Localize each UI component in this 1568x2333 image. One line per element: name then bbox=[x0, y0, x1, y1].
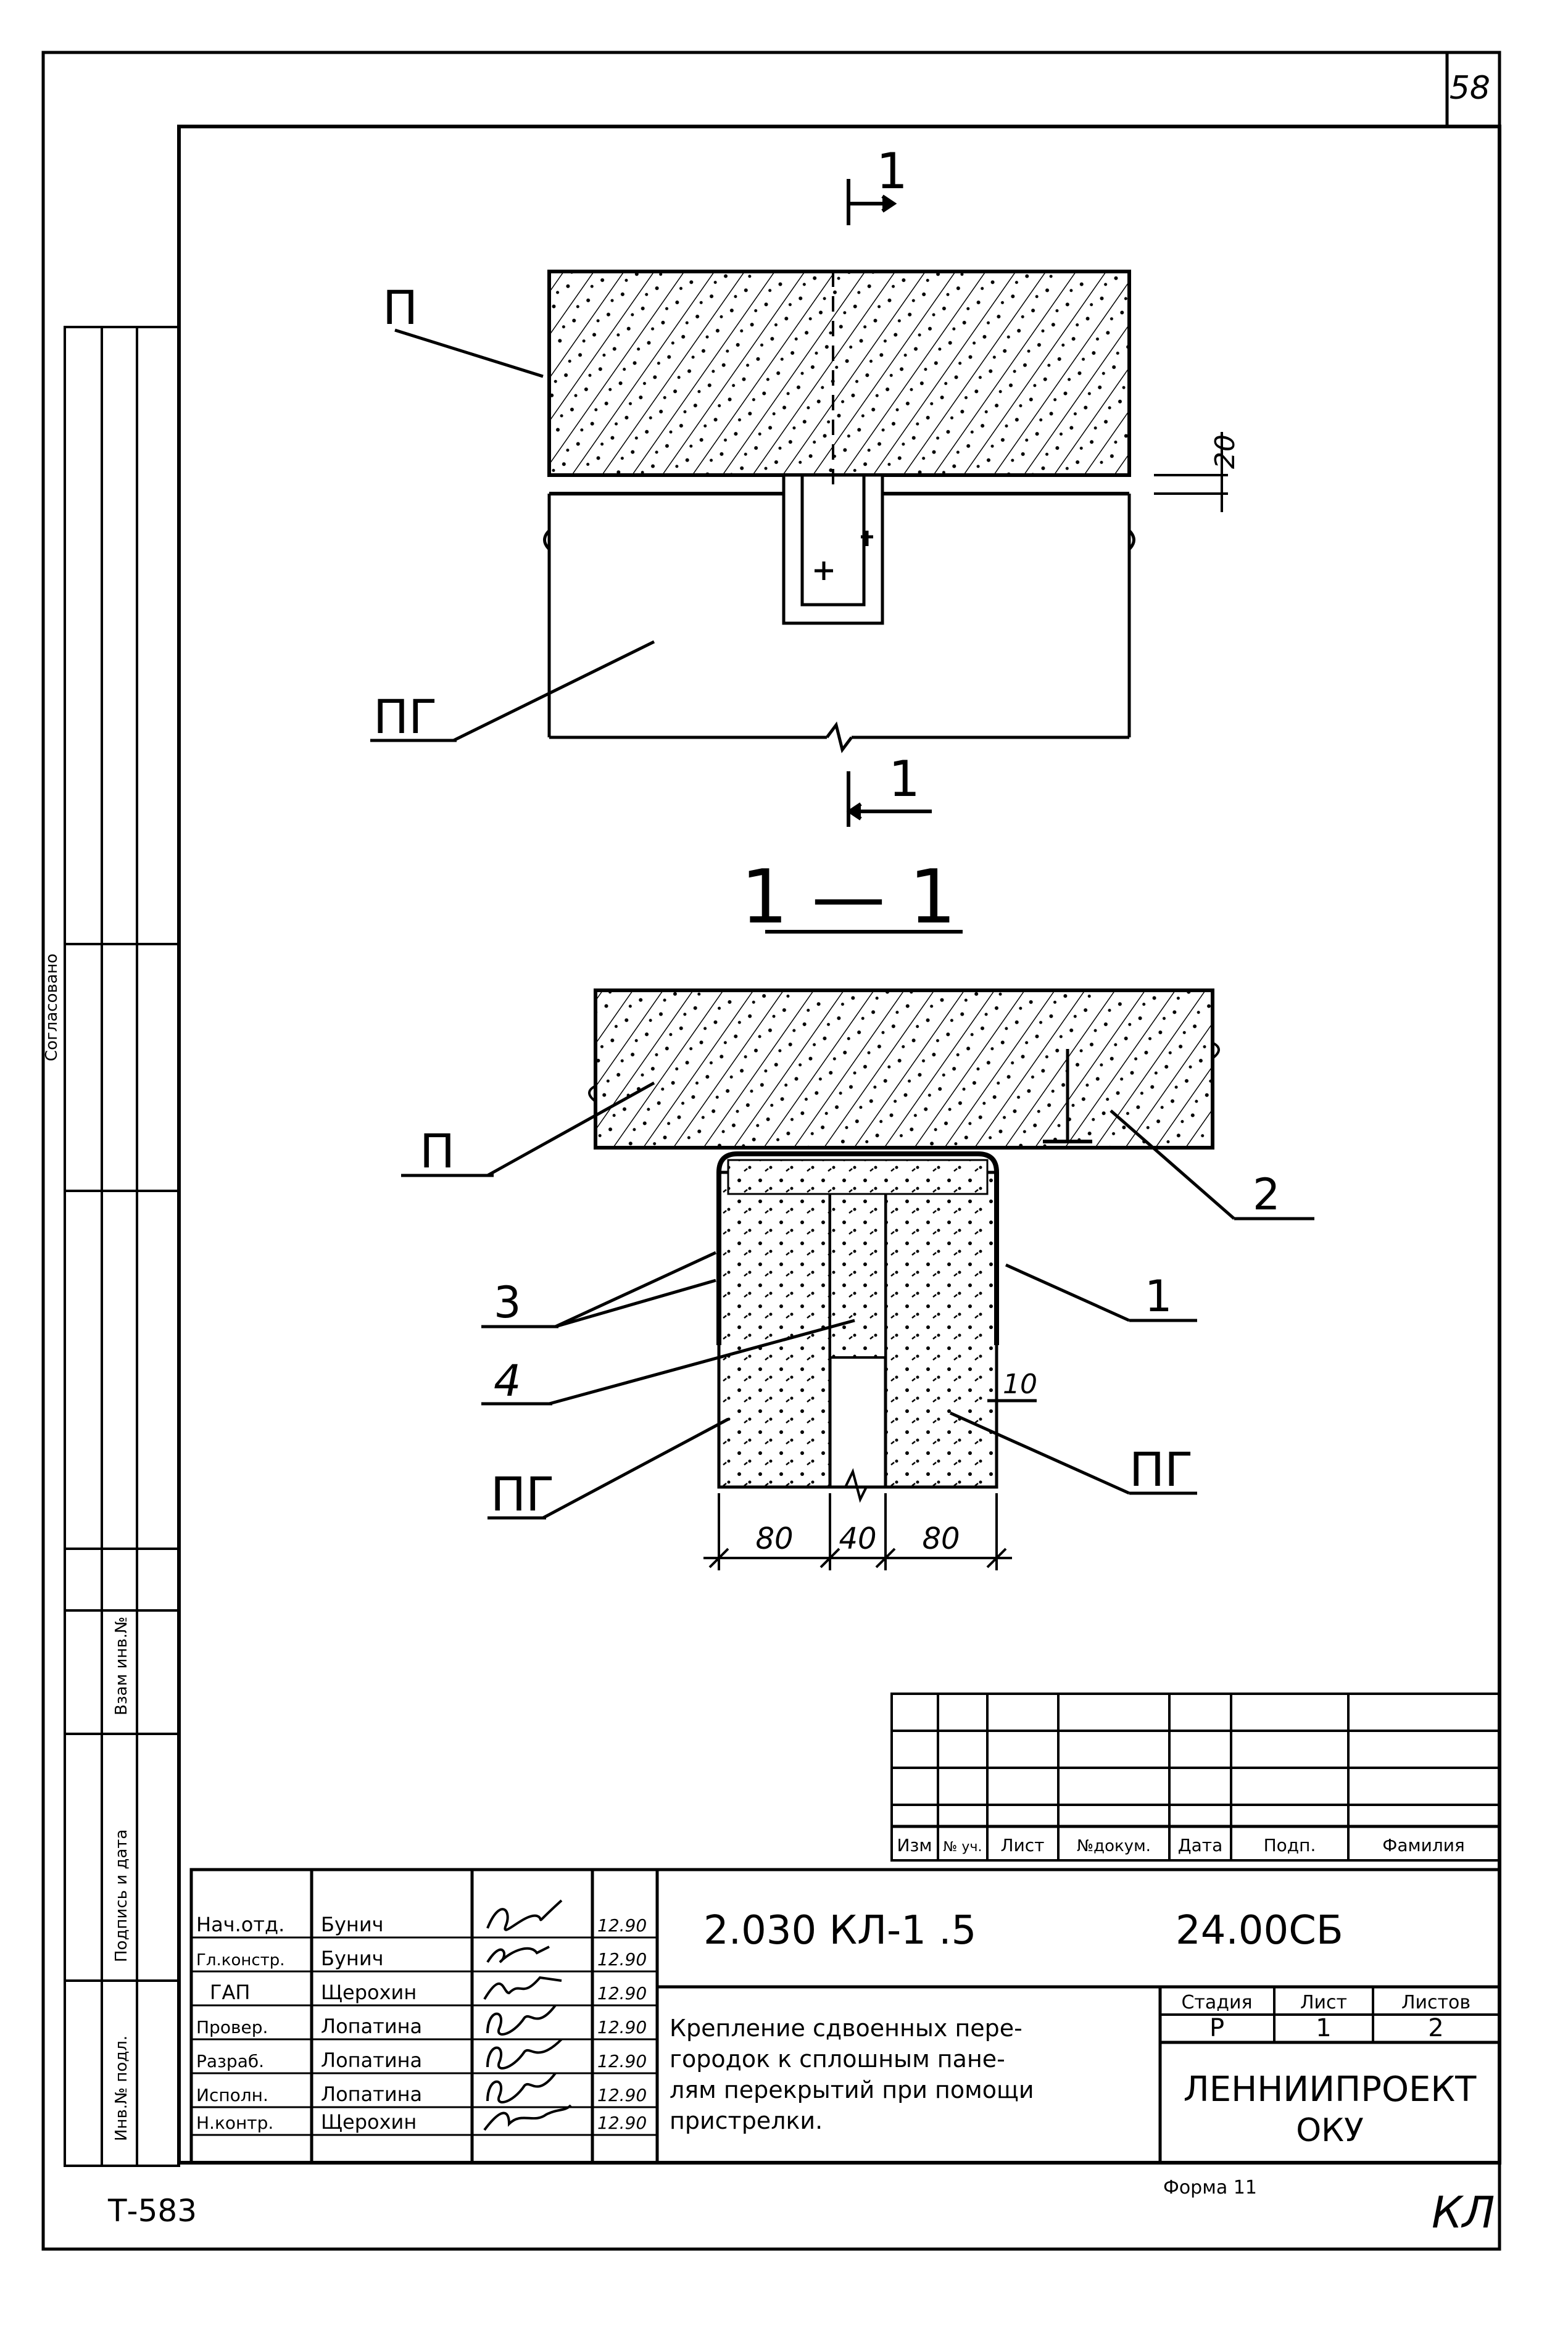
sig-name-5: Лопатина bbox=[321, 2082, 422, 2106]
sig-name-6: Щерохин bbox=[321, 2110, 417, 2134]
dim-20-top bbox=[1154, 432, 1228, 512]
sig-date-0: 12.90 bbox=[597, 1915, 647, 1936]
corner-mark: КЛ bbox=[1432, 2187, 1495, 2238]
partition-plan bbox=[543, 271, 1135, 753]
dim-40: 40 bbox=[839, 1522, 876, 1556]
title-line-3: пристрелки. bbox=[670, 2107, 823, 2134]
sig-date-1: 12.90 bbox=[597, 1949, 647, 1970]
sig-date-4: 12.90 bbox=[597, 2051, 647, 2071]
leader-lines bbox=[401, 1081, 1314, 1520]
sig-role-1: Гл.констр. bbox=[196, 1951, 285, 1970]
partition-left-section bbox=[717, 1171, 832, 1489]
dim-80-left: 80 bbox=[755, 1522, 793, 1556]
dimension-line bbox=[703, 1493, 1012, 1570]
stage-header-stadia: Стадия bbox=[1181, 1992, 1252, 2013]
section-mark-top-label: 1 bbox=[876, 143, 908, 200]
stage-header-list: Лист bbox=[1300, 1992, 1347, 2013]
section-title: 1 — 1 bbox=[741, 855, 956, 940]
sig-name-3: Лопатина bbox=[321, 2015, 422, 2038]
sig-role-6: Н.контр. bbox=[196, 2113, 273, 2133]
rev-header-familiya: Фамилия bbox=[1382, 1835, 1465, 1855]
steel-bracket bbox=[716, 1151, 999, 1345]
sig-name-2: Щерохин bbox=[321, 1981, 417, 2004]
podp-data-label: Подпись и дата bbox=[112, 1830, 131, 1962]
section-mark-top bbox=[847, 179, 897, 225]
stage-value-list: 1 bbox=[1316, 2014, 1331, 2042]
page-number: 58 bbox=[1450, 70, 1490, 107]
label-pg-left: ПГ bbox=[491, 1467, 555, 1522]
rev-header-nuch: № уч. bbox=[944, 1839, 982, 1855]
sig-name-0: Бунич bbox=[321, 1913, 384, 1936]
rev-header-ndok: №докум. bbox=[1077, 1837, 1151, 1855]
soglasovano-label: Согласовано bbox=[43, 953, 61, 1061]
floor-panel-top bbox=[547, 270, 1131, 477]
label-pg-top: ПГ bbox=[373, 689, 438, 744]
sig-date-6: 12.90 bbox=[597, 2113, 647, 2133]
drawing-title: Крепление сдвоенных пере- городок к спло… bbox=[670, 2015, 1034, 2134]
doc-suffix: 24.00СБ bbox=[1176, 1908, 1343, 1954]
dim-80-right: 80 bbox=[922, 1522, 960, 1556]
form-label: Форма 11 bbox=[1163, 2177, 1257, 2198]
label-2: 2 bbox=[1253, 1169, 1280, 1220]
rev-header-data: Дата bbox=[1178, 1835, 1223, 1855]
signature-table-text: Нач.отд. Бунич 12.90 Гл.констр. Бунич 12… bbox=[196, 1913, 647, 2134]
sig-name-4: Лопатина bbox=[321, 2049, 422, 2072]
rev-header-izm: Изм bbox=[897, 1835, 932, 1855]
stage-value-listov: 2 bbox=[1428, 2014, 1443, 2042]
stage-header-listov: Листов bbox=[1401, 1992, 1471, 2013]
revision-table bbox=[890, 1693, 1501, 1862]
sig-role-2: ГАП bbox=[210, 1981, 250, 2004]
sig-name-1: Бунич bbox=[321, 1947, 384, 1970]
handwritten-signatures bbox=[483, 1899, 572, 2131]
sheet-code: Т-583 bbox=[107, 2193, 197, 2229]
sig-role-3: Провер. bbox=[196, 2017, 268, 2037]
inv-podl-label: Инв.№ подл. bbox=[112, 2036, 131, 2141]
title-line-0: Крепление сдвоенных пере- bbox=[670, 2015, 1023, 2042]
stage-value-stadia: Р bbox=[1209, 2014, 1224, 2042]
left-margin-strip bbox=[64, 326, 180, 2167]
floor-panel-section bbox=[594, 988, 1214, 1150]
sig-role-0: Нач.отд. bbox=[196, 1913, 284, 1936]
signature-rows bbox=[191, 1936, 657, 2136]
section-view: 80 40 80 П 2 3 1 4 10 ПГ ПГ bbox=[401, 988, 1314, 1570]
sig-date-3: 12.90 bbox=[597, 2017, 647, 2037]
org-line-0: ЛЕННИИПРОЕКТ bbox=[1184, 2070, 1477, 2110]
label-p-bottom: П bbox=[420, 1124, 455, 1179]
label-3: 3 bbox=[494, 1277, 521, 1328]
sig-role-4: Разраб. bbox=[196, 2051, 264, 2071]
dim-20-label: 20 bbox=[1209, 434, 1241, 469]
plan-view: 1 20 П ПГ bbox=[370, 143, 1241, 827]
org-line-1: ОКУ bbox=[1296, 2112, 1364, 2149]
rev-header-podp: Подп. bbox=[1264, 1835, 1316, 1855]
title-line-2: лям перекрытий при помощи bbox=[670, 2076, 1034, 2103]
section-mark-bottom bbox=[846, 771, 932, 827]
label-1: 1 bbox=[1145, 1271, 1172, 1322]
sig-date-2: 12.90 bbox=[597, 1983, 647, 2004]
label-4: 4 bbox=[494, 1356, 521, 1406]
rev-header-list: Лист bbox=[1001, 1835, 1045, 1855]
title-block bbox=[189, 1868, 1501, 2165]
sig-date-5: 12.90 bbox=[597, 2085, 647, 2105]
doc-code: 2.030 КЛ-1 .5 bbox=[703, 1908, 976, 1954]
partition-right-section bbox=[884, 1171, 998, 1489]
gap-filler bbox=[829, 1171, 887, 1359]
vzam-inv-label: Взам инв.№ bbox=[112, 1617, 131, 1715]
title-line-1: городок к сплошным пане- bbox=[670, 2045, 1005, 2073]
section-mark-bottom-label: 1 bbox=[889, 750, 920, 808]
label-10: 10 bbox=[1003, 1369, 1037, 1400]
label-pg-right: ПГ bbox=[1129, 1442, 1193, 1497]
sig-role-5: Исполн. bbox=[196, 2085, 268, 2105]
label-p-top: П bbox=[383, 280, 418, 335]
